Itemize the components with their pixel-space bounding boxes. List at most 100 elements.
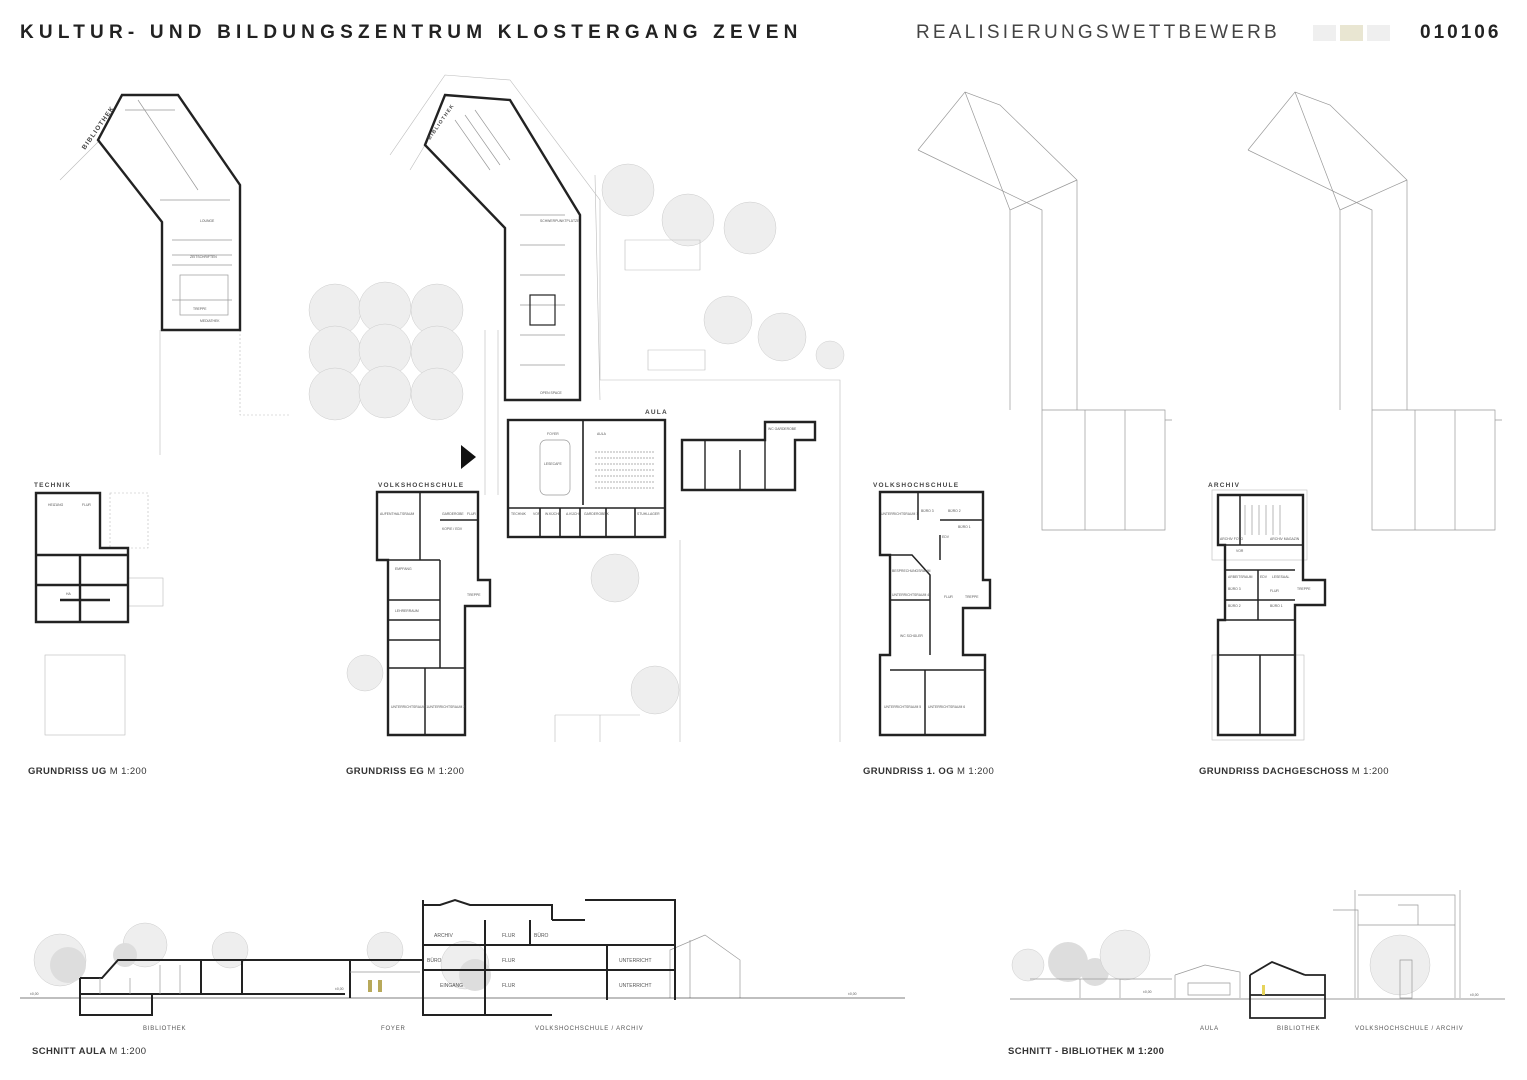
svg-text:SCHWERPUNKTPLÄTZE: SCHWERPUNKTPLÄTZE — [540, 219, 580, 223]
label-aula: AULA — [645, 409, 668, 416]
svg-text:ARBEITSRAUM: ARBEITSRAUM — [1228, 575, 1253, 579]
svg-text:LOUNGE: LOUNGE — [200, 219, 215, 223]
svg-text:WC GARDEROBE: WC GARDEROBE — [768, 427, 797, 431]
plan-eg: BIBLIOTHEK SCHWERPUNKTPLÄTZE OPEN SPACE … — [308, 74, 845, 777]
svg-text:FLUR: FLUR — [502, 958, 515, 964]
bibliothek-wing — [423, 93, 582, 402]
svg-text:EINGANG: EINGANG — [440, 983, 463, 989]
svg-text:AULA: AULA — [1200, 1026, 1219, 1032]
board-title: KULTUR- UND BILDUNGSZENTRUM KLOSTERGANG … — [20, 22, 803, 43]
svg-text:STUHLLAGER: STUHLLAGER — [637, 512, 660, 516]
svg-text:AULA: AULA — [597, 432, 607, 436]
label-volkshochschule: VOLKSHOCHSCHULE — [378, 482, 464, 489]
svg-text:ARCHIV: ARCHIV — [434, 933, 454, 939]
svg-text:TREPPE: TREPPE — [965, 595, 979, 599]
svg-text:FOYER: FOYER — [381, 1026, 406, 1032]
svg-text:GARDEROBE K: GARDEROBE K — [584, 512, 610, 516]
svg-text:WC SCHÜLER: WC SCHÜLER — [900, 634, 923, 638]
section-aula: ARCHIV FLUR BÜRO BÜRO FLUR UNTERRICHT EI… — [20, 898, 905, 1057]
svg-text:KOPIE / EDV: KOPIE / EDV — [442, 527, 463, 531]
svg-text:ARCHIV FOTO: ARCHIV FOTO — [1220, 537, 1243, 541]
svg-text:TREPPE: TREPPE — [1297, 587, 1311, 591]
svg-text:FOYER: FOYER — [547, 432, 559, 436]
svg-text:ARCHIV: ARCHIV — [1208, 482, 1240, 489]
vhs-outline — [375, 490, 492, 737]
svg-text:OPEN SPACE: OPEN SPACE — [540, 391, 563, 395]
svg-text:BESPRECHUNGSRAUM: BESPRECHUNGSRAUM — [892, 569, 931, 573]
color-swatch — [1313, 25, 1336, 41]
svg-text:UNTERRICHT: UNTERRICHT — [619, 958, 652, 964]
svg-text:FLUR: FLUR — [944, 595, 953, 599]
svg-text:BÜRO 1: BÜRO 1 — [958, 525, 971, 529]
svg-text:UNTERRICHTSRAUM 5: UNTERRICHTSRAUM 5 — [884, 705, 921, 709]
svg-text:±0,00: ±0,00 — [1143, 990, 1152, 994]
caption-schnitt-bibliothek: SCHNITT - BIBLIOTHEK M 1:200 — [1008, 1046, 1164, 1057]
svg-text:BÜRO: BÜRO — [534, 932, 549, 939]
svg-text:BÜRO 2: BÜRO 2 — [948, 509, 961, 513]
caption-schnitt-aula: SCHNITT AULA M 1:200 — [32, 1046, 146, 1057]
board-subtitle: REALISIERUNGSWETTBEWERB — [916, 22, 1280, 43]
label-technik: TECHNIK — [34, 482, 71, 489]
svg-text:MEDIATHEK: MEDIATHEK — [200, 319, 220, 323]
svg-text:BÜRO 1: BÜRO 1 — [1270, 604, 1283, 608]
svg-text:EDV: EDV — [1260, 575, 1268, 579]
svg-text:BÜRO: BÜRO — [427, 957, 442, 964]
svg-text:VOLKSHOCHSCHULE: VOLKSHOCHSCHULE — [873, 482, 959, 489]
svg-text:ARCHIV MAGAZIN: ARCHIV MAGAZIN — [1270, 537, 1300, 541]
svg-text:FLUR: FLUR — [82, 503, 91, 507]
svg-text:BÜRO 3: BÜRO 3 — [1228, 587, 1241, 591]
svg-text:EDV: EDV — [942, 535, 950, 539]
svg-text:UNTERRICHTSRAUM 2: UNTERRICHTSRAUM 2 — [428, 705, 465, 709]
svg-text:UNTERRICHTSRAUM 1: UNTERRICHTSRAUM 1 — [881, 512, 918, 516]
svg-text:TREPPE: TREPPE — [467, 593, 481, 597]
svg-text:FLUR: FLUR — [467, 512, 476, 516]
svg-text:HA: HA — [66, 592, 71, 596]
svg-text:FLUR: FLUR — [502, 933, 515, 939]
foyer-aula-block — [506, 418, 667, 539]
svg-text:UNTERRICHT: UNTERRICHT — [619, 983, 652, 989]
svg-text:FLUR: FLUR — [1270, 589, 1279, 593]
trees — [308, 163, 845, 715]
svg-text:EMPFANG: EMPFANG — [395, 567, 412, 571]
entrance-arrow-icon — [461, 445, 476, 469]
svg-text:TECHNIK: TECHNIK — [511, 512, 527, 516]
svg-text:GARDEROBE: GARDEROBE — [442, 512, 464, 516]
svg-text:UNTERRICHTSRAUM 1: UNTERRICHTSRAUM 1 — [391, 705, 428, 709]
svg-text:LEHRERRAUM: LEHRERRAUM — [395, 609, 419, 613]
gemeinde-building — [680, 420, 817, 492]
plan-dg: ARCHIV ARCHIV FOTO ARCHIV MAGAZIN VOR AR… — [1199, 91, 1502, 777]
svg-text:A.KÜCHE: A.KÜCHE — [566, 512, 582, 516]
entry-code: 010106 — [1420, 22, 1502, 43]
svg-text:VOR: VOR — [1236, 549, 1244, 553]
svg-text:LESECAFE: LESECAFE — [544, 462, 562, 466]
color-swatch — [1367, 25, 1390, 41]
svg-text:UNTERRICHTSRAUM 4: UNTERRICHTSRAUM 4 — [892, 593, 929, 597]
svg-text:VOLKSHOCHSCHULE / ARCHIV: VOLKSHOCHSCHULE / ARCHIV — [1355, 1026, 1464, 1032]
label-bibliothek: BIBLIOTHEK — [81, 105, 116, 151]
svg-text:BIBLIOTHEK: BIBLIOTHEK — [427, 103, 456, 141]
svg-text:BÜRO 3: BÜRO 3 — [921, 509, 934, 513]
svg-text:VOLKSHOCHSCHULE / ARCHIV: VOLKSHOCHSCHULE / ARCHIV — [535, 1026, 644, 1032]
plan-og: VOLKSHOCHSCHULE UNTERRICHTSRAUM 1 BÜRO 3… — [863, 91, 1172, 777]
svg-text:±0,00: ±0,00 — [1470, 993, 1479, 997]
svg-text:LESESAAL: LESESAAL — [1272, 575, 1289, 579]
technik-outline — [34, 491, 130, 624]
svg-text:FLUR: FLUR — [502, 983, 515, 989]
svg-text:BIBLIOTHEK: BIBLIOTHEK — [1277, 1026, 1320, 1032]
svg-text:±0,00: ±0,00 — [30, 992, 39, 996]
svg-text:W.KÜCHE: W.KÜCHE — [545, 512, 562, 516]
plan-ug: BIBLIOTHEK LOUNGE ZEITSCHRIFTEN TREPPE M… — [28, 93, 290, 777]
svg-text:HEIZUNG: HEIZUNG — [48, 503, 64, 507]
caption-eg: GRUNDRISS EG M 1:200 — [346, 766, 464, 777]
bibliothek-outline — [96, 93, 242, 332]
svg-text:TREPPE: TREPPE — [193, 307, 207, 311]
svg-text:AUFENTHALTSRAUM: AUFENTHALTSRAUM — [380, 512, 414, 516]
svg-text:ZEITSCHRIFTEN: ZEITSCHRIFTEN — [190, 255, 217, 259]
svg-text:UNTERRICHTSRAUM 6: UNTERRICHTSRAUM 6 — [928, 705, 965, 709]
svg-text:±0,00: ±0,00 — [848, 992, 857, 996]
caption-dg: GRUNDRISS DACHGESCHOSS M 1:200 — [1199, 766, 1389, 777]
caption-ug: GRUNDRISS UG M 1:200 — [28, 766, 147, 777]
dg-outline — [1216, 493, 1327, 737]
svg-text:±0,00: ±0,00 — [335, 987, 344, 991]
section-bibliothek: ±0,00 ±0,00 AULA BIBLIOTHEK VOLKSHOCHSCH… — [1008, 890, 1505, 1057]
